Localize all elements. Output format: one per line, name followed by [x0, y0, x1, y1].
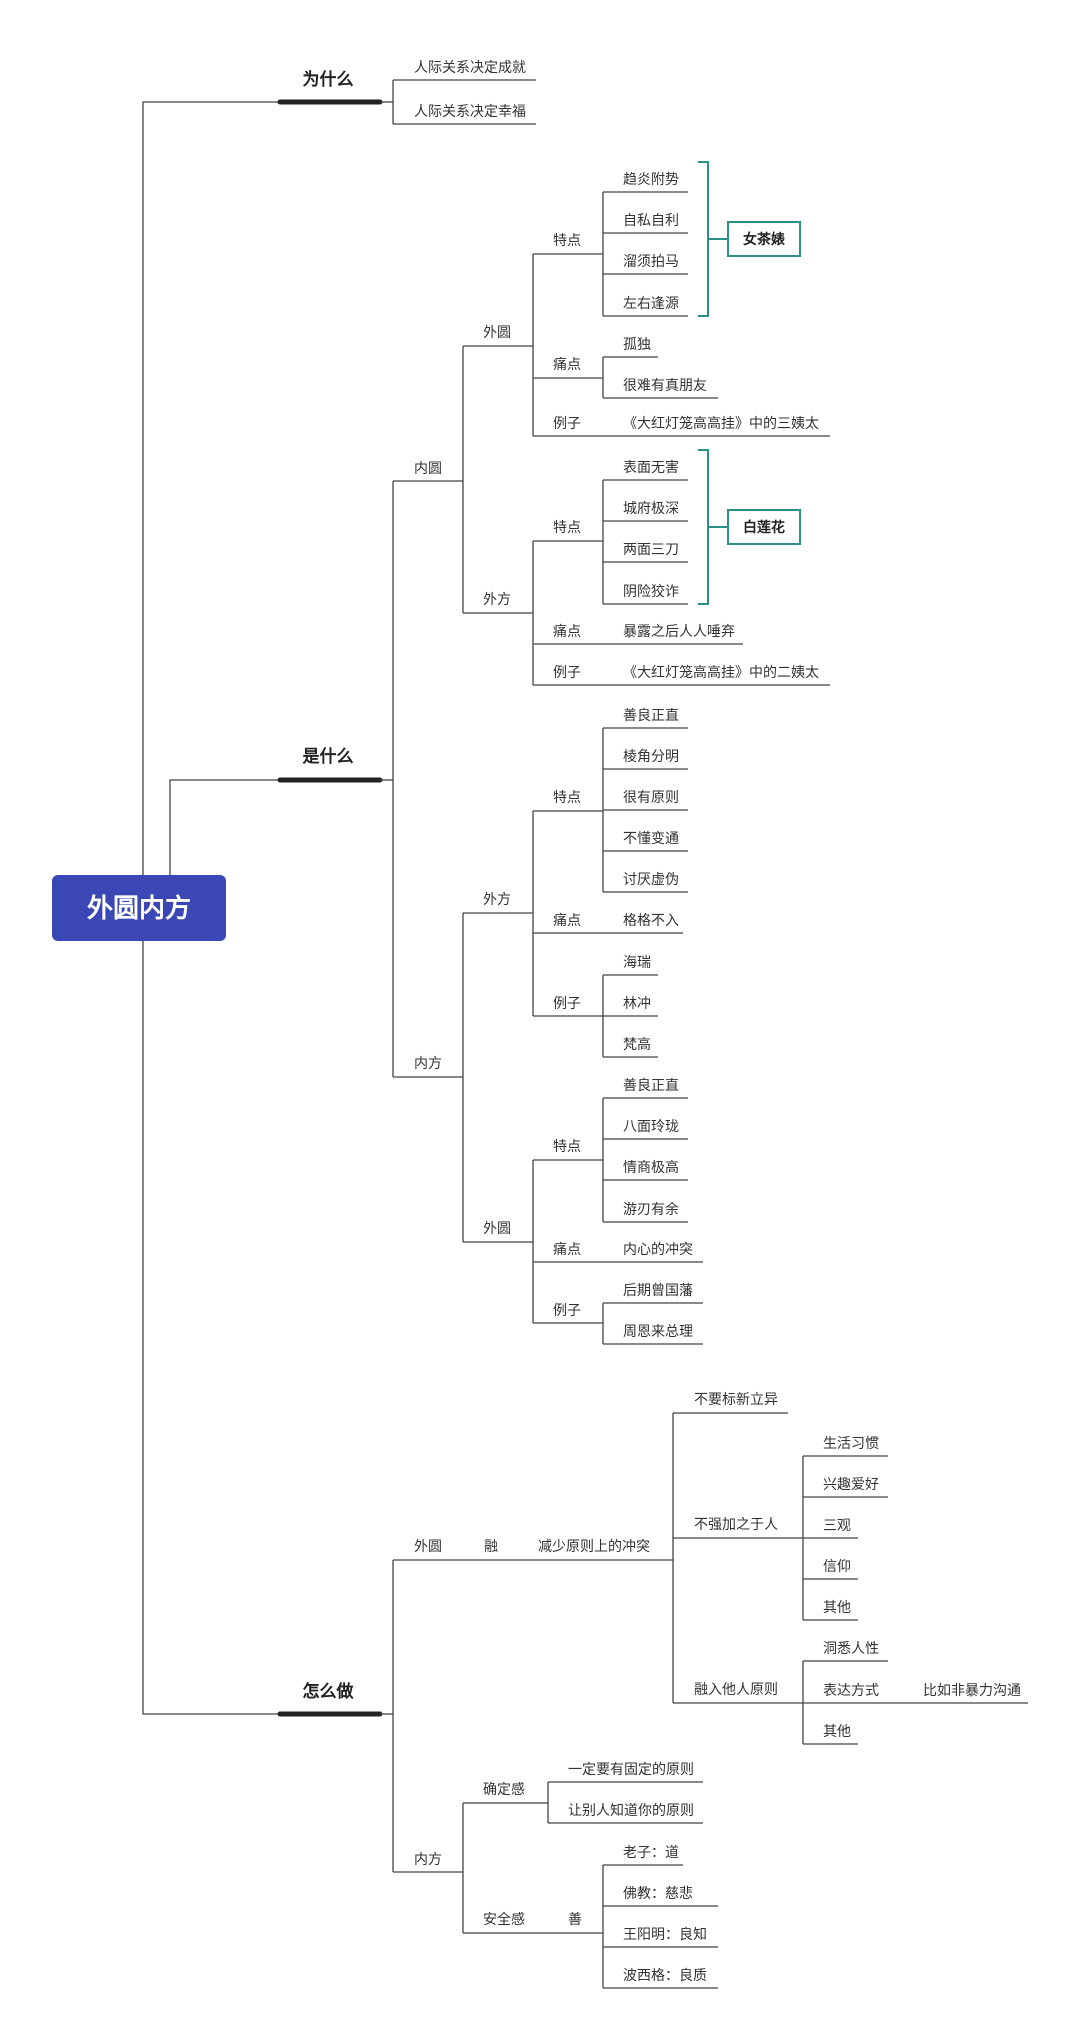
- is-os-traits-label[interactable]: 特点: [553, 790, 581, 806]
- ir-os-trait-3[interactable]: 两面三刀: [623, 542, 679, 558]
- main-connectors: [142, 99, 383, 1717]
- merge-human-nature[interactable]: 洞悉人性: [823, 1641, 879, 1657]
- security-item-pirsig[interactable]: 波西格：良质: [623, 1968, 707, 1984]
- branch-how: 怎么做 外圆 融 减少原则上的冲突 不要标新立异 不强加之于人 生活习惯 兴趣爱…: [303, 1392, 1028, 1989]
- why-item-achievement[interactable]: 人际关系决定成就: [414, 60, 526, 76]
- tag-white-lotus-text: 白莲花: [743, 519, 785, 536]
- ir-os-pain[interactable]: 暴露之后人人唾弃: [623, 624, 735, 640]
- how-no-force-label[interactable]: 不强加之于人: [694, 1517, 778, 1533]
- is-os-trait-4[interactable]: 不懂变通: [623, 831, 679, 847]
- security-item-laozi[interactable]: 老子：道: [623, 1845, 679, 1861]
- how-merge-label[interactable]: 融入他人原则: [694, 1682, 778, 1698]
- what-inner-square-label[interactable]: 内方: [414, 1056, 442, 1072]
- is-or-trait-3[interactable]: 情商极高: [623, 1159, 679, 1176]
- why-label[interactable]: 为什么: [303, 69, 354, 90]
- tag-green-tea-text: 女茶婊: [743, 231, 785, 248]
- ir-os-label[interactable]: 外方: [483, 592, 511, 608]
- no-force-other[interactable]: 其他: [823, 1600, 851, 1616]
- ir-or-trait-4[interactable]: 左右逢源: [623, 296, 679, 312]
- is-os-example-2[interactable]: 林冲: [623, 996, 651, 1012]
- is-or-traits-label[interactable]: 特点: [553, 1139, 581, 1155]
- is-os-trait-2[interactable]: 棱角分明: [623, 749, 679, 765]
- is-or-trait-4[interactable]: 游刃有余: [623, 1201, 679, 1218]
- branch-what: 是什么 内圆 外圆 特点 趋炎附势 自私自利 溜须拍马 左右逢源 女茶婊 痛点 …: [303, 161, 830, 1345]
- how-inner-square-label[interactable]: 内方: [414, 1852, 442, 1868]
- no-force-interests[interactable]: 兴趣爱好: [823, 1477, 879, 1493]
- no-force-belief[interactable]: 信仰: [823, 1559, 851, 1575]
- is-os-example-1[interactable]: 海瑞: [623, 955, 651, 971]
- security-item-buddhism[interactable]: 佛教：慈悲: [623, 1885, 693, 1902]
- certainty-label[interactable]: 确定感: [483, 1781, 525, 1798]
- is-os-trait-1[interactable]: 善良正直: [623, 707, 679, 724]
- is-or-example-1[interactable]: 后期曾国藩: [623, 1283, 693, 1299]
- ir-os-trait-2[interactable]: 城府极深: [623, 501, 679, 517]
- is-os-pain-label[interactable]: 痛点: [553, 912, 581, 929]
- ir-or-example[interactable]: 《大红灯笼高高挂》中的三姨太: [623, 415, 819, 432]
- how-blend-label[interactable]: 融: [484, 1539, 498, 1555]
- ir-or-trait-2[interactable]: 自私自利: [623, 213, 679, 229]
- ir-or-trait-3[interactable]: 溜须拍马: [623, 254, 679, 270]
- is-or-label[interactable]: 外圆: [483, 1221, 511, 1237]
- ir-or-example-label[interactable]: 例子: [553, 416, 581, 432]
- why-item-happiness[interactable]: 人际关系决定幸福: [414, 104, 526, 120]
- is-os-pain[interactable]: 格格不入: [623, 913, 679, 929]
- certainty-item-2[interactable]: 让别人知道你的原则: [568, 1802, 694, 1819]
- how-no-diff[interactable]: 不要标新立异: [694, 1392, 778, 1408]
- security-label[interactable]: 安全感: [483, 1911, 525, 1928]
- is-or-trait-2[interactable]: 八面玲珑: [623, 1119, 679, 1135]
- is-or-trait-1[interactable]: 善良正直: [623, 1077, 679, 1094]
- ir-os-example[interactable]: 《大红灯笼高高挂》中的二姨太: [623, 664, 819, 681]
- ir-os-trait-1[interactable]: 表面无害: [623, 460, 679, 476]
- ir-os-pain-label[interactable]: 痛点: [553, 623, 581, 640]
- ir-or-label[interactable]: 外圆: [483, 325, 511, 341]
- how-label[interactable]: 怎么做: [303, 1681, 355, 1702]
- is-or-pain-label[interactable]: 痛点: [553, 1241, 581, 1258]
- branch-why: 为什么 人际关系决定成就 人际关系决定幸福: [303, 60, 536, 125]
- merge-expression-note[interactable]: 比如非暴力沟通: [923, 1683, 1021, 1699]
- merge-other[interactable]: 其他: [823, 1724, 851, 1740]
- root-node[interactable]: 外圆内方: [52, 875, 226, 941]
- how-outer-round-label[interactable]: 外圆: [414, 1539, 442, 1555]
- what-inner-round-label[interactable]: 内圆: [414, 461, 442, 477]
- ir-or-pain-1[interactable]: 孤独: [623, 337, 651, 353]
- is-os-example-label[interactable]: 例子: [553, 996, 581, 1012]
- tag-green-tea[interactable]: [727, 221, 801, 257]
- tag-white-lotus[interactable]: [727, 509, 801, 545]
- is-or-pain[interactable]: 内心的冲突: [623, 1242, 693, 1258]
- is-os-trait-5[interactable]: 讨厌虚伪: [623, 872, 679, 888]
- security-good[interactable]: 善: [568, 1912, 582, 1928]
- what-label[interactable]: 是什么: [303, 746, 354, 767]
- is-or-example-2[interactable]: 周恩来总理: [623, 1324, 693, 1340]
- security-item-wangyangming[interactable]: 王阳明：良知: [623, 1926, 707, 1943]
- is-os-trait-3[interactable]: 很有原则: [623, 790, 679, 806]
- no-force-values[interactable]: 三观: [823, 1518, 851, 1534]
- ir-os-traits-label[interactable]: 特点: [553, 520, 581, 536]
- ir-or-trait-1[interactable]: 趋炎附势: [623, 172, 679, 188]
- ir-or-pain-2[interactable]: 很难有真朋友: [623, 378, 707, 394]
- how-reduce-label[interactable]: 减少原则上的冲突: [538, 1539, 650, 1555]
- merge-expression[interactable]: 表达方式: [823, 1683, 879, 1699]
- root-title: 外圆内方: [87, 893, 191, 924]
- ir-or-pain-label[interactable]: 痛点: [553, 356, 581, 373]
- is-or-example-label[interactable]: 例子: [553, 1303, 581, 1319]
- ir-or-traits-label[interactable]: 特点: [553, 233, 581, 249]
- is-os-example-3[interactable]: 梵高: [623, 1036, 651, 1053]
- is-os-label[interactable]: 外方: [483, 892, 511, 908]
- ir-os-example-label[interactable]: 例子: [553, 665, 581, 681]
- certainty-item-1[interactable]: 一定要有固定的原则: [568, 1762, 694, 1778]
- ir-os-trait-4[interactable]: 阴险狡诈: [623, 584, 679, 600]
- no-force-habits[interactable]: 生活习惯: [823, 1435, 879, 1452]
